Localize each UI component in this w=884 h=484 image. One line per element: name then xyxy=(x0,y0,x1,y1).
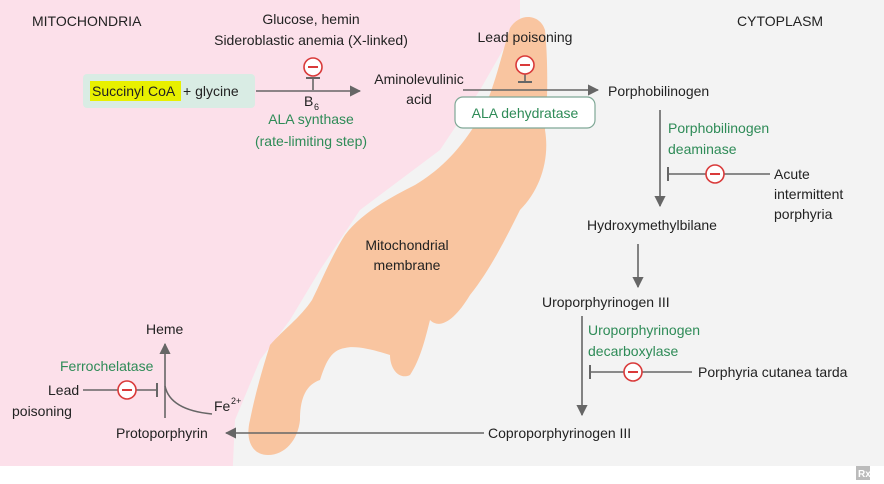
fe: Fe xyxy=(214,398,231,414)
ferrochelatase: Ferrochelatase xyxy=(60,358,154,374)
svg-text:Rx: Rx xyxy=(858,469,871,480)
aminolevulinic-acid-line1: Aminolevulinic xyxy=(374,71,463,87)
aminolevulinic-acid-line2: acid xyxy=(406,91,432,107)
lead-poisoning-left-line2: poisoning xyxy=(12,403,72,419)
rx-logo-icon: Rx xyxy=(856,466,871,480)
hydroxymethylbilane: Hydroxymethylbilane xyxy=(587,217,717,233)
membrane-label-line2: membrane xyxy=(374,257,441,273)
protoporphyrin: Protoporphyrin xyxy=(116,425,208,441)
mitochondria-region xyxy=(0,0,520,484)
lead-poisoning-left-line1: Lead xyxy=(48,382,79,398)
inhibitor-minus-icon xyxy=(117,380,137,400)
ala-synthase-line2: (rate-limiting step) xyxy=(255,133,367,149)
aip-line2: intermittent xyxy=(774,186,843,202)
aip-line3: porphyria xyxy=(774,206,833,222)
porphyria-cutanea-tarda: Porphyria cutanea tarda xyxy=(698,364,848,380)
bottom-strip xyxy=(0,466,884,484)
ala-dehydratase: ALA dehydratase xyxy=(472,105,579,121)
inhibitor-sideroblastic-anemia: Sideroblastic anemia (X-linked) xyxy=(214,32,408,48)
inhibitor-minus-icon xyxy=(515,55,535,75)
uroporphyrinogen-iii: Uroporphyrinogen III xyxy=(542,294,670,310)
mitochondria-label: MITOCHONDRIA xyxy=(32,13,142,29)
inhibitor-lead-poisoning-top: Lead poisoning xyxy=(478,29,573,45)
pbg-deaminase-line2: deaminase xyxy=(668,141,737,157)
b6-cofactor: B xyxy=(304,93,313,109)
mitochondrial-membrane xyxy=(248,16,548,455)
heme: Heme xyxy=(146,321,184,337)
uro-decarboxylase-line2: decarboxylase xyxy=(588,343,678,359)
aip-line1: Acute xyxy=(774,166,810,182)
inhibitor-minus-icon xyxy=(705,164,725,184)
succinyl-coa: Succinyl CoA xyxy=(92,83,176,99)
b6-subscript: 6 xyxy=(314,102,319,112)
inhibitor-minus-icon xyxy=(303,57,323,77)
succinyl-highlight xyxy=(90,81,181,101)
uro-decarboxylase-line1: Uroporphyrinogen xyxy=(588,322,700,338)
glycine: + glycine xyxy=(183,83,239,99)
fe-curve xyxy=(164,385,213,415)
inhibitor-minus-icon xyxy=(623,362,643,382)
membrane-label-line1: Mitochondrial xyxy=(365,237,448,253)
cytoplasm-label: CYTOPLASM xyxy=(737,13,823,29)
fe-charge: 2+ xyxy=(231,396,241,406)
coproporphyrinogen-iii: Coproporphyrinogen III xyxy=(488,425,631,441)
porphobilinogen: Porphobilinogen xyxy=(608,83,709,99)
ala-synthase-line1: ALA synthase xyxy=(268,111,354,127)
inhibitor-glucose-hemin: Glucose, hemin xyxy=(262,11,359,27)
ala-dehydratase-box xyxy=(454,96,596,129)
pbg-deaminase-line1: Porphobilinogen xyxy=(668,120,769,136)
